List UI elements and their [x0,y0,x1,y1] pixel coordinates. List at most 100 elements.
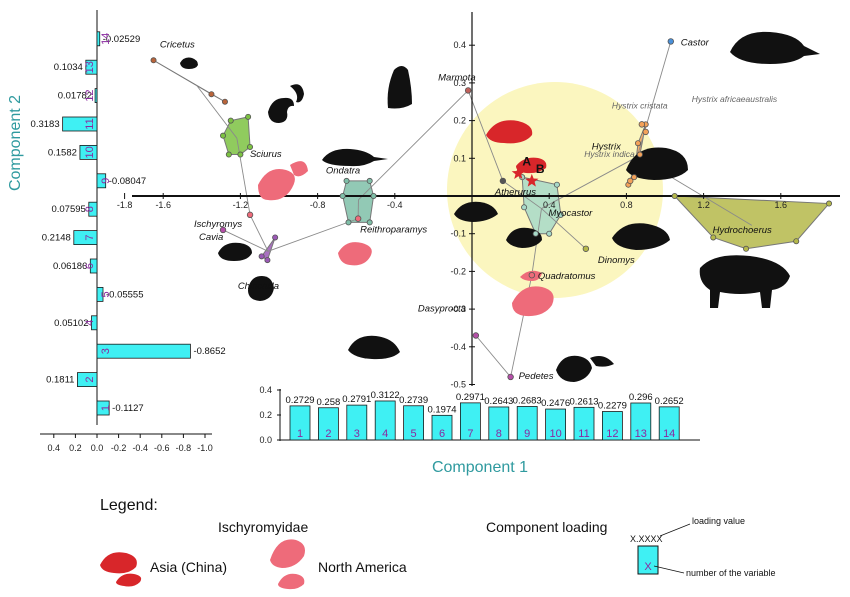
point-myocastor [532,230,539,237]
vbar-variable-number: 12 [606,428,618,440]
vbar-variable-number: 14 [663,428,675,440]
red-rodent-silhouette-icon [486,120,547,174]
taxon-label: Hystrix indica [584,149,635,159]
vbar-value-label: 0.2652 [655,396,684,407]
vbar-variable-number: 9 [524,428,530,440]
hbar-bar [96,31,101,47]
hbar-value-label: 0.3183 [31,119,60,130]
point-pedetes [507,373,514,381]
legend-title: Legend: [100,497,158,514]
hbar-bar [89,258,98,274]
vbar-variable-number: 8 [496,428,502,440]
taxon-label: Reithroparamys [360,225,427,236]
hbar-variable-number: 11 [84,118,96,129]
dinomys-silhouette-icon [612,223,670,250]
taxon-label: Atherurus [494,187,536,198]
point-cricetus [208,91,215,98]
hbar-x-tick-label: 0.0 [91,443,104,453]
x-tick-label: 1.6 [775,200,788,210]
point-castor [667,38,674,45]
point-hydrochoerus [710,234,717,241]
vbar-bar [488,406,510,441]
connector-line [636,41,672,157]
point-chinchilla [258,253,265,260]
taxon-label: Hystrix cristata [612,100,668,110]
taxon-label: Dinomys [598,255,635,266]
x-tick-label: -1.2 [233,200,249,210]
star-label: B [536,162,545,176]
y-tick-label: -0.2 [450,266,466,276]
hbar-bar [88,201,98,217]
hbar-variable-number: 12 [84,89,96,101]
point-ondatra [370,192,377,199]
y-tick-label: 0.1 [453,153,466,163]
vbar-variable-number: 10 [549,428,561,440]
hbar-x-tick-label: -0.6 [154,443,170,453]
vbar-value-label: 0.2791 [342,394,371,405]
point-myocastor [521,204,528,211]
point-hydrochoerus [743,245,750,252]
loading-legend-title: Component loading [486,519,607,535]
vbar-bar [630,402,652,441]
hamster-silhouette-icon [180,57,198,69]
vbar-variable-number: 7 [467,428,473,440]
vbar-bar [346,404,368,441]
loading-sample-bar [637,545,659,575]
point-chinchilla [272,234,279,241]
hbar-bar [79,144,98,160]
point-sciurus [237,151,244,158]
hbar-variable-number: 13 [84,61,96,73]
scatter-points [150,38,833,381]
x-tick-label: -0.4 [387,200,403,210]
loading-sample-value: X.XXXX [630,534,663,544]
vbar-bar [459,402,481,441]
taxon-label: Ischyromys [194,219,242,230]
vbar-variable-number: 3 [354,428,360,440]
loading-number-pointer [653,565,685,574]
point-hydrochoerus [826,200,833,207]
atherurus-silhouette-icon [454,201,498,222]
north-america-legend-label: North America [318,559,407,575]
hbar-value-label: -0.08047 [109,176,147,187]
y-tick-label: -0.3 [450,304,466,314]
hbar-variable-number: 2 [84,377,96,383]
connector-line [249,214,269,252]
group-label: Cricetus [160,40,195,51]
loading-value-pointer [659,523,691,537]
asia-legend-icon [100,552,142,587]
point-cricetus [150,57,157,64]
point-labels: CastorMarmotaAtherurusDinomysQuadratomus… [160,37,778,382]
hbar-value-label: 0.06186 [53,261,87,272]
point-hystrix-cristata [638,121,646,128]
vbar-value-label: 0.296 [629,392,653,403]
hbar-x-tick-label: 0.4 [48,443,61,453]
hbar-value-label: 0.07595 [51,204,85,215]
hbar-variable-number: 14 [100,33,112,45]
point-sciurus [245,113,252,120]
point-myocastor [546,230,553,237]
loading-number-note: number of the variable [686,568,776,578]
hbar-value-label: 0.1034 [54,62,83,73]
hull-cricetus [153,59,226,103]
taxon-label: Castor [681,37,710,48]
taxon-label: Quadratomus [538,271,596,282]
point-cricetus [221,98,228,105]
point-sciurus [247,143,254,150]
chinchilla-silhouette-icon [248,276,274,301]
vbar-value-label: 0.1974 [427,404,456,415]
y-tick-label: 0.2 [453,116,466,126]
star-markers: AB [511,154,545,187]
connector-line [236,138,251,215]
vbar-bar [602,411,623,441]
point-ondatra [339,192,346,199]
vbar-y-tick-label: 0.0 [259,435,272,445]
vbar-value-label: 0.2476 [541,398,570,409]
connector-line [541,208,587,250]
point-ondatra [366,219,373,226]
taxon-label: Dasyprocta [418,303,466,314]
point-ondatra [345,219,352,226]
point-ischyromys [246,211,254,219]
hbar-variable-number: 9 [100,178,112,184]
